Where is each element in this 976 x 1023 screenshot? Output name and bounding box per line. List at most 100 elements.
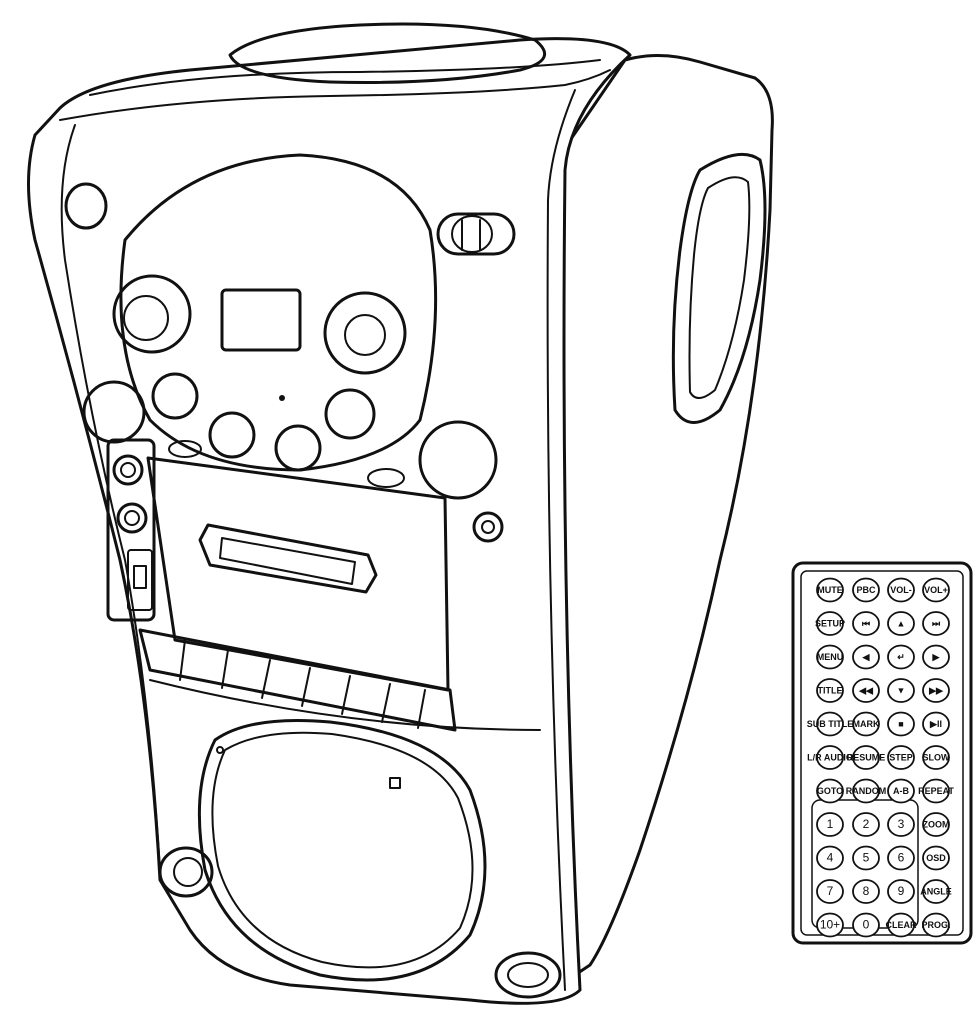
- cassette-button-divider: [381, 683, 391, 723]
- remote-button[interactable]: A-B: [887, 778, 915, 804]
- machine-side-panel: [558, 53, 774, 977]
- remote-inner: [800, 570, 964, 936]
- remote-button[interactable]: OSD: [922, 845, 950, 871]
- input-switch-knob: [133, 565, 147, 589]
- remote-button[interactable]: MARK: [852, 711, 880, 737]
- remote-button-label: SLOW: [923, 752, 951, 762]
- remote-button-shape: [887, 611, 915, 636]
- front-left-edge: [60, 124, 161, 871]
- carry-handle: [671, 152, 767, 424]
- remote-button-label: ⏮: [862, 618, 870, 628]
- remote-button-shape: [922, 678, 950, 703]
- cassette-button-divider: [261, 659, 271, 699]
- remote-button[interactable]: VOL+: [922, 577, 950, 603]
- remote-button[interactable]: SETUP: [815, 611, 845, 636]
- remote-button[interactable]: VOL-: [887, 577, 915, 603]
- remote-button-shape: [887, 778, 915, 804]
- remote-button[interactable]: ▲: [887, 611, 915, 636]
- remote-button[interactable]: ▼: [887, 678, 915, 703]
- remote-button[interactable]: ■: [887, 711, 915, 737]
- remote-button[interactable]: ▶II: [922, 711, 950, 737]
- remote-button-shape: [887, 711, 915, 737]
- remote-button[interactable]: SLOW: [922, 745, 951, 770]
- remote-button[interactable]: RESUME: [847, 745, 886, 770]
- cassette-button-divider: [301, 667, 311, 707]
- remote-button-shape: [816, 577, 844, 603]
- remote-button[interactable]: 3: [887, 812, 915, 837]
- remote-button[interactable]: PROG.: [921, 912, 951, 938]
- speaker-marker-dot: [216, 746, 224, 754]
- remote-button[interactable]: 4: [816, 845, 844, 871]
- remote-button[interactable]: ↵: [887, 644, 915, 670]
- mic-hole: [279, 395, 285, 401]
- remote-button[interactable]: L/R AUDIO: [807, 745, 853, 770]
- remote-button-shape: [816, 879, 844, 904]
- remote-button[interactable]: ⏭: [922, 611, 950, 636]
- cassette-window: [198, 523, 378, 594]
- remote-button-label: VOL+: [924, 585, 948, 595]
- remote-button-label: PBC: [856, 585, 876, 595]
- remote-button[interactable]: CLEAR: [886, 912, 917, 938]
- remote-button[interactable]: GOTO: [816, 778, 844, 804]
- remote-button-label: ⏭: [932, 618, 941, 628]
- remote-button[interactable]: ▶: [922, 644, 950, 670]
- remote-button[interactable]: ⏮: [852, 611, 880, 636]
- remote-button-label: 5: [863, 851, 870, 865]
- remote-button-shape: [852, 912, 880, 938]
- remote-button-shape: [816, 611, 844, 636]
- remote-button[interactable]: 10+: [816, 912, 844, 938]
- remote-button-label: ▶: [932, 652, 941, 662]
- remote-button-shape: [922, 745, 950, 770]
- remote-control: MUTE PBC VOL- VOL+ SETUP ⏮ ▲ ⏭ MENU ◀ ↵ ▶ TITLE ◀◀ ▼ ▶▶…: [791, 561, 973, 945]
- remote-button[interactable]: 1: [816, 812, 844, 837]
- remote-button-label: 6: [898, 851, 905, 865]
- remote-button[interactable]: 9: [887, 879, 915, 904]
- cassette-button-divider: [341, 675, 351, 715]
- remote-button-label: 10+: [820, 918, 840, 932]
- remote-button-label: ■: [898, 719, 903, 729]
- remote-button-shape: [852, 611, 880, 636]
- remote-button[interactable]: MENU: [816, 644, 844, 670]
- remote-button[interactable]: ◀◀: [852, 678, 880, 703]
- power-led-button: [64, 182, 108, 230]
- remote-button-shape: [816, 678, 844, 703]
- remote-button-shape: [816, 644, 844, 670]
- remote-button-shape: [887, 678, 915, 703]
- remote-button[interactable]: 6: [887, 845, 915, 871]
- remote-button-shape: [852, 879, 880, 904]
- remote-button-label: 9: [898, 884, 905, 898]
- remote-button[interactable]: 2: [852, 812, 880, 837]
- remote-button-shape: [852, 745, 880, 770]
- remote-button[interactable]: MUTE: [816, 577, 844, 603]
- remote-button[interactable]: REPEAT: [918, 778, 954, 804]
- remote-button[interactable]: ◀: [852, 644, 880, 670]
- remote-button[interactable]: 8: [852, 879, 880, 904]
- mic-jack: [112, 454, 144, 486]
- remote-button[interactable]: 0: [852, 912, 880, 938]
- remote-button-shape: [852, 845, 880, 871]
- remote-button[interactable]: PBC: [852, 577, 880, 603]
- remote-button[interactable]: 7: [816, 879, 844, 904]
- remote-button[interactable]: RANDOM: [846, 778, 887, 804]
- remote-button-label: ◀◀: [858, 685, 874, 695]
- remote-button[interactable]: STEP: [887, 745, 915, 770]
- remote-button-label: 4: [827, 851, 834, 865]
- remote-button[interactable]: ZOOM: [922, 812, 950, 837]
- remote-button-label: 7: [827, 884, 834, 898]
- remote-button[interactable]: TITLE: [816, 678, 844, 703]
- remote-button-label: STEP: [889, 752, 913, 762]
- remote-button[interactable]: SUB TITLE: [807, 711, 854, 737]
- remote-button-label: MUTE: [817, 585, 843, 595]
- foot-right: [494, 951, 562, 999]
- cassette-button-divider: [179, 639, 186, 681]
- remote-button[interactable]: ANGLE: [920, 879, 952, 904]
- remote-button[interactable]: 5: [852, 845, 880, 871]
- remote-button-shape: [816, 711, 844, 737]
- remote-button-shape: [922, 711, 950, 737]
- cassette-button-divider: [417, 689, 426, 729]
- top-edge-inner: [59, 69, 611, 121]
- remote-button-shape: [922, 912, 950, 938]
- remote-button[interactable]: ▶▶: [922, 678, 950, 703]
- remote-button-label: 0: [863, 918, 870, 932]
